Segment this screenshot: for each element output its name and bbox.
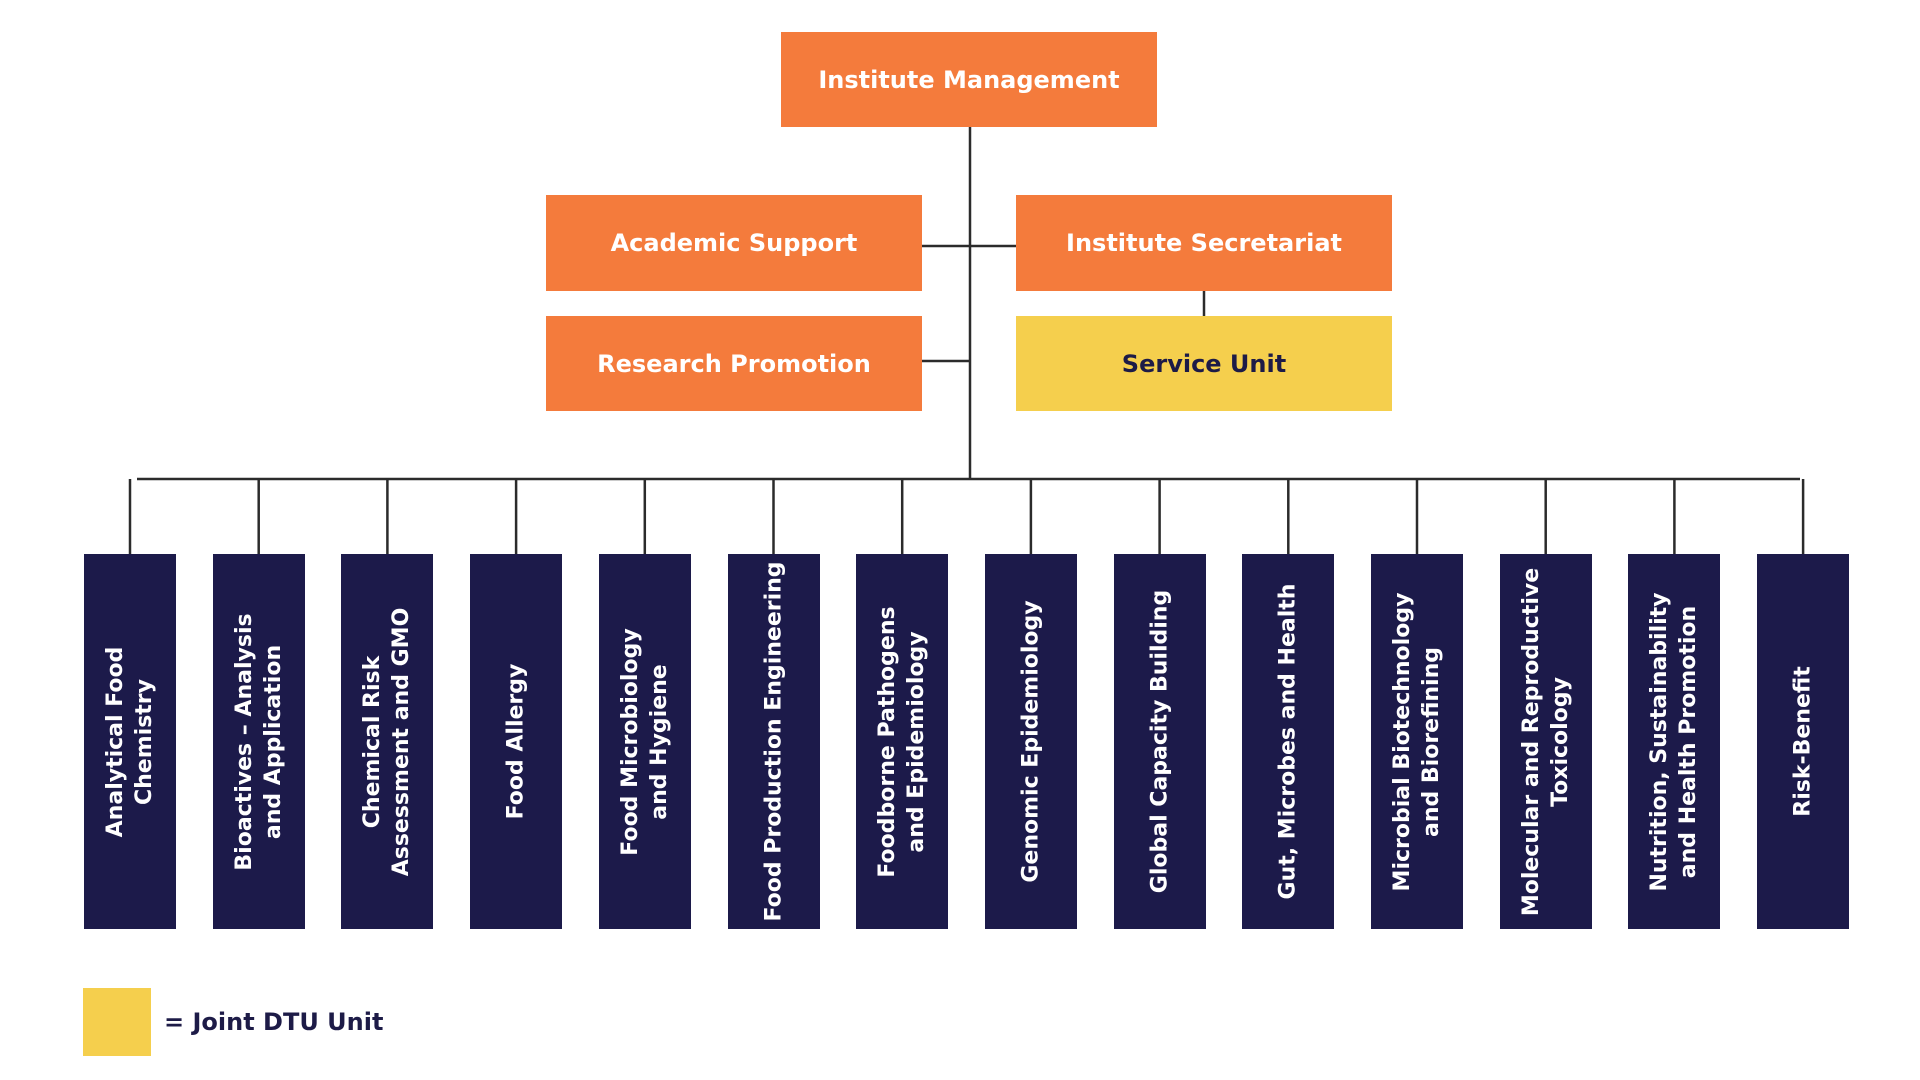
department-box: Nutrition, Sustainability and Health Pro…: [1628, 554, 1721, 929]
department-label: Bioactives – Analysis and Application: [231, 612, 286, 871]
department-label: Foodborne Pathogens and Epidemiology: [875, 605, 930, 878]
institute-management-box: Institute Management: [781, 32, 1157, 127]
department-label: Nutrition, Sustainability and Health Pro…: [1647, 591, 1702, 892]
department-box: Genomic Epidemiology: [984, 554, 1077, 929]
department-label: Analytical Food Chemistry: [103, 646, 157, 837]
research-promotion-label: Research Promotion: [597, 349, 871, 378]
department-label: Chemical Risk Assessment and GMO: [360, 607, 415, 876]
institute-management-label: Institute Management: [818, 65, 1120, 94]
department-box: Foodborne Pathogens and Epidemiology: [856, 554, 949, 929]
department-label: Genomic Epidemiology: [1018, 600, 1044, 883]
service-unit-label: Service Unit: [1121, 349, 1287, 378]
department-box: Gut, Microbes and Health: [1242, 554, 1335, 929]
department-label: Food Allergy: [503, 663, 529, 820]
legend-label: = Joint DTU Unit: [164, 1008, 384, 1036]
department-box: Global Capacity Building: [1113, 554, 1206, 929]
department-box: Risk-Benefit: [1757, 554, 1850, 929]
institute-secretariat-box: Institute Secretariat: [1016, 195, 1392, 291]
department-box: Microbial Biotechnology and Biorefining: [1371, 554, 1463, 929]
department-label: Microbial Biotechnology and Biorefining: [1390, 592, 1444, 891]
research-promotion-box: Research Promotion: [546, 316, 922, 411]
department-label: Molecular and Reproductive Toxicology: [1518, 567, 1573, 916]
department-box: Analytical Food Chemistry: [84, 554, 176, 929]
department-label: Food Production Engineering: [761, 561, 786, 922]
department-label: Global Capacity Building: [1147, 589, 1173, 894]
institute-secretariat-label: Institute Secretariat: [1066, 229, 1342, 257]
legend-swatch-joint-dtu: [83, 988, 151, 1056]
department-label: Risk-Benefit: [1790, 666, 1816, 817]
department-box: Bioactives – Analysis and Application: [212, 554, 305, 929]
department-label: Food Microbiology and Hygiene: [617, 627, 672, 856]
department-box: Food Microbiology and Hygiene: [598, 554, 691, 929]
academic-support-box: Academic Support: [546, 195, 922, 291]
department-label: Gut, Microbes and Health: [1275, 583, 1301, 900]
service-unit-box: Service Unit: [1016, 316, 1392, 411]
department-box: Chemical Risk Assessment and GMO: [341, 554, 434, 929]
department-box: Food Allergy: [470, 554, 563, 929]
department-box: Molecular and Reproductive Toxicology: [1499, 554, 1592, 929]
department-box: Food Production Engineering: [727, 554, 820, 929]
academic-support-label: Academic Support: [610, 229, 858, 257]
